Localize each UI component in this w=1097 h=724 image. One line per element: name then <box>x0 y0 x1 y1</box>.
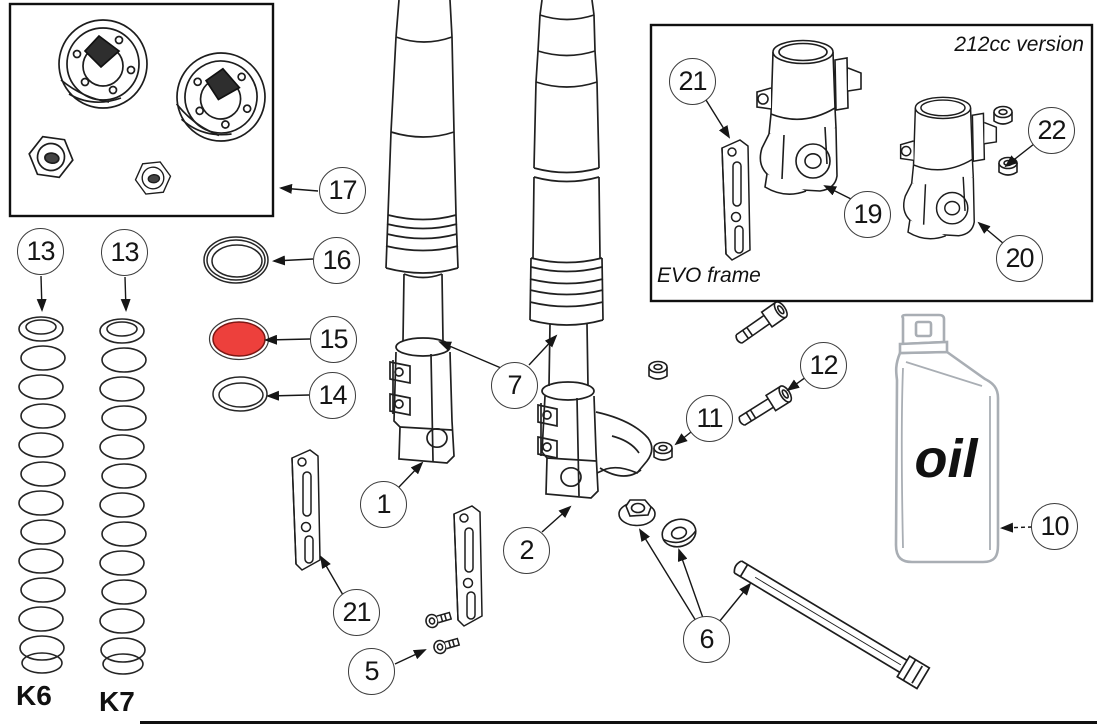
leader-13-left <box>36 275 47 312</box>
leader-arrows <box>36 99 1035 665</box>
leader-2 <box>541 505 572 533</box>
callout-17: 17 <box>319 167 366 214</box>
callout-21-mid: 21 <box>333 589 380 636</box>
leader-11 <box>674 431 692 446</box>
flanged-nut <box>618 499 656 527</box>
leader-10 <box>1000 522 1033 533</box>
spring-k7 <box>99 318 147 675</box>
callout-22: 22 <box>1028 107 1075 154</box>
seal-ring-16 <box>203 236 269 284</box>
leader-5 <box>394 649 427 665</box>
leader-20 <box>977 221 1005 245</box>
label-oil: oil <box>914 429 978 489</box>
fork-leg-right <box>529 0 653 499</box>
callout-13-right: 13 <box>101 229 148 276</box>
callout-16: 16 <box>313 237 360 284</box>
cap-bolt-upper <box>731 298 791 349</box>
spring-k6 <box>18 316 66 674</box>
leader-16 <box>272 255 314 266</box>
leader-6c <box>718 582 752 623</box>
leader-14 <box>266 390 310 401</box>
label-212cc-version: 212cc version <box>954 33 1084 56</box>
callout-11: 11 <box>686 395 733 442</box>
bracket-left <box>291 449 321 571</box>
label-k7: K7 <box>99 686 135 717</box>
leader-7-left <box>438 341 502 369</box>
leader-22 <box>1004 143 1035 168</box>
callout-12: 12 <box>800 342 847 389</box>
callout-1: 1 <box>360 481 407 528</box>
leader-21-mid <box>319 555 344 596</box>
seal-ring-14 <box>212 376 268 412</box>
label-evo-frame: EVO frame <box>657 264 761 287</box>
fork-caps-box <box>8 2 275 218</box>
leader-6b <box>677 548 704 619</box>
callout-15: 15 <box>310 316 357 363</box>
callout-21-box: 21 <box>669 58 716 105</box>
screw-5a <box>423 608 453 630</box>
leader-6a <box>638 528 697 622</box>
spacer-nut-lower <box>653 441 673 461</box>
callout-13-left: 13 <box>17 228 64 275</box>
fork-leg-left <box>385 0 459 464</box>
label-k6: K6 <box>16 680 52 711</box>
leader-12 <box>786 376 807 392</box>
leader-19 <box>823 185 852 200</box>
wheel-axle <box>733 560 931 690</box>
bottom-edge-line <box>140 721 1097 724</box>
leader-13-right <box>120 276 131 312</box>
leader-15 <box>264 334 311 345</box>
callout-10: 10 <box>1031 503 1078 550</box>
callout-20: 20 <box>996 235 1043 282</box>
nut-22a <box>993 105 1013 125</box>
washer <box>661 518 697 548</box>
screw-5b <box>431 634 461 656</box>
leader-21-box <box>705 99 731 139</box>
callout-5: 5 <box>348 648 395 695</box>
leader-17 <box>279 183 319 194</box>
oil-bottle <box>894 313 1000 564</box>
leader-7-right <box>528 334 558 366</box>
callout-14: 14 <box>309 372 356 419</box>
seal-ring-15-highlighted <box>208 317 270 361</box>
bracket-right <box>453 505 483 627</box>
bracket-evo <box>721 139 751 261</box>
callout-7: 7 <box>491 362 538 409</box>
callout-2: 2 <box>503 527 550 574</box>
callout-6: 6 <box>683 616 730 663</box>
cap-bolt-lower <box>734 383 795 431</box>
leader-1 <box>398 461 424 488</box>
spacer-nut-upper <box>648 360 668 380</box>
callout-19: 19 <box>844 191 891 238</box>
